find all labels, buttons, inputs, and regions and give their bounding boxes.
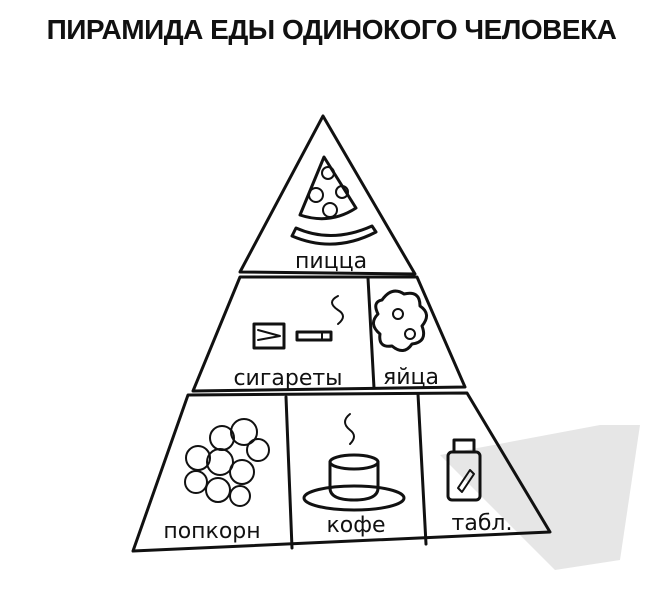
tier-2-outline [191, 275, 467, 393]
tier-3-outline [131, 391, 552, 553]
tier-2-label-1: сигареты [233, 366, 342, 391]
tier-3-label-2: кофе [326, 513, 385, 538]
tier-3-label-3: табл. [452, 511, 513, 536]
pyramid-shadow [440, 425, 640, 570]
tier-3-divider-2 [416, 392, 428, 546]
tier-1-outline [238, 114, 417, 276]
cigarette-ashtray-icon [252, 295, 344, 350]
coffee-cup-icon [302, 413, 406, 512]
tier-1-label: пицца [295, 249, 367, 274]
fried-eggs-icon [372, 289, 428, 352]
page-title: ПИРАМИДА ЕДЫ ОДИНОКОГО ЧЕЛОВЕКА [46, 14, 617, 45]
tier-2-label-2: яйца [383, 365, 439, 390]
tier-3-divider-1 [284, 395, 294, 550]
pill-bottle-icon [446, 438, 482, 502]
tier-2-divider [366, 276, 376, 390]
pizza-icon [290, 155, 378, 246]
popcorn-icon [184, 418, 270, 507]
tier-3-label-1: попкорн [163, 519, 260, 544]
